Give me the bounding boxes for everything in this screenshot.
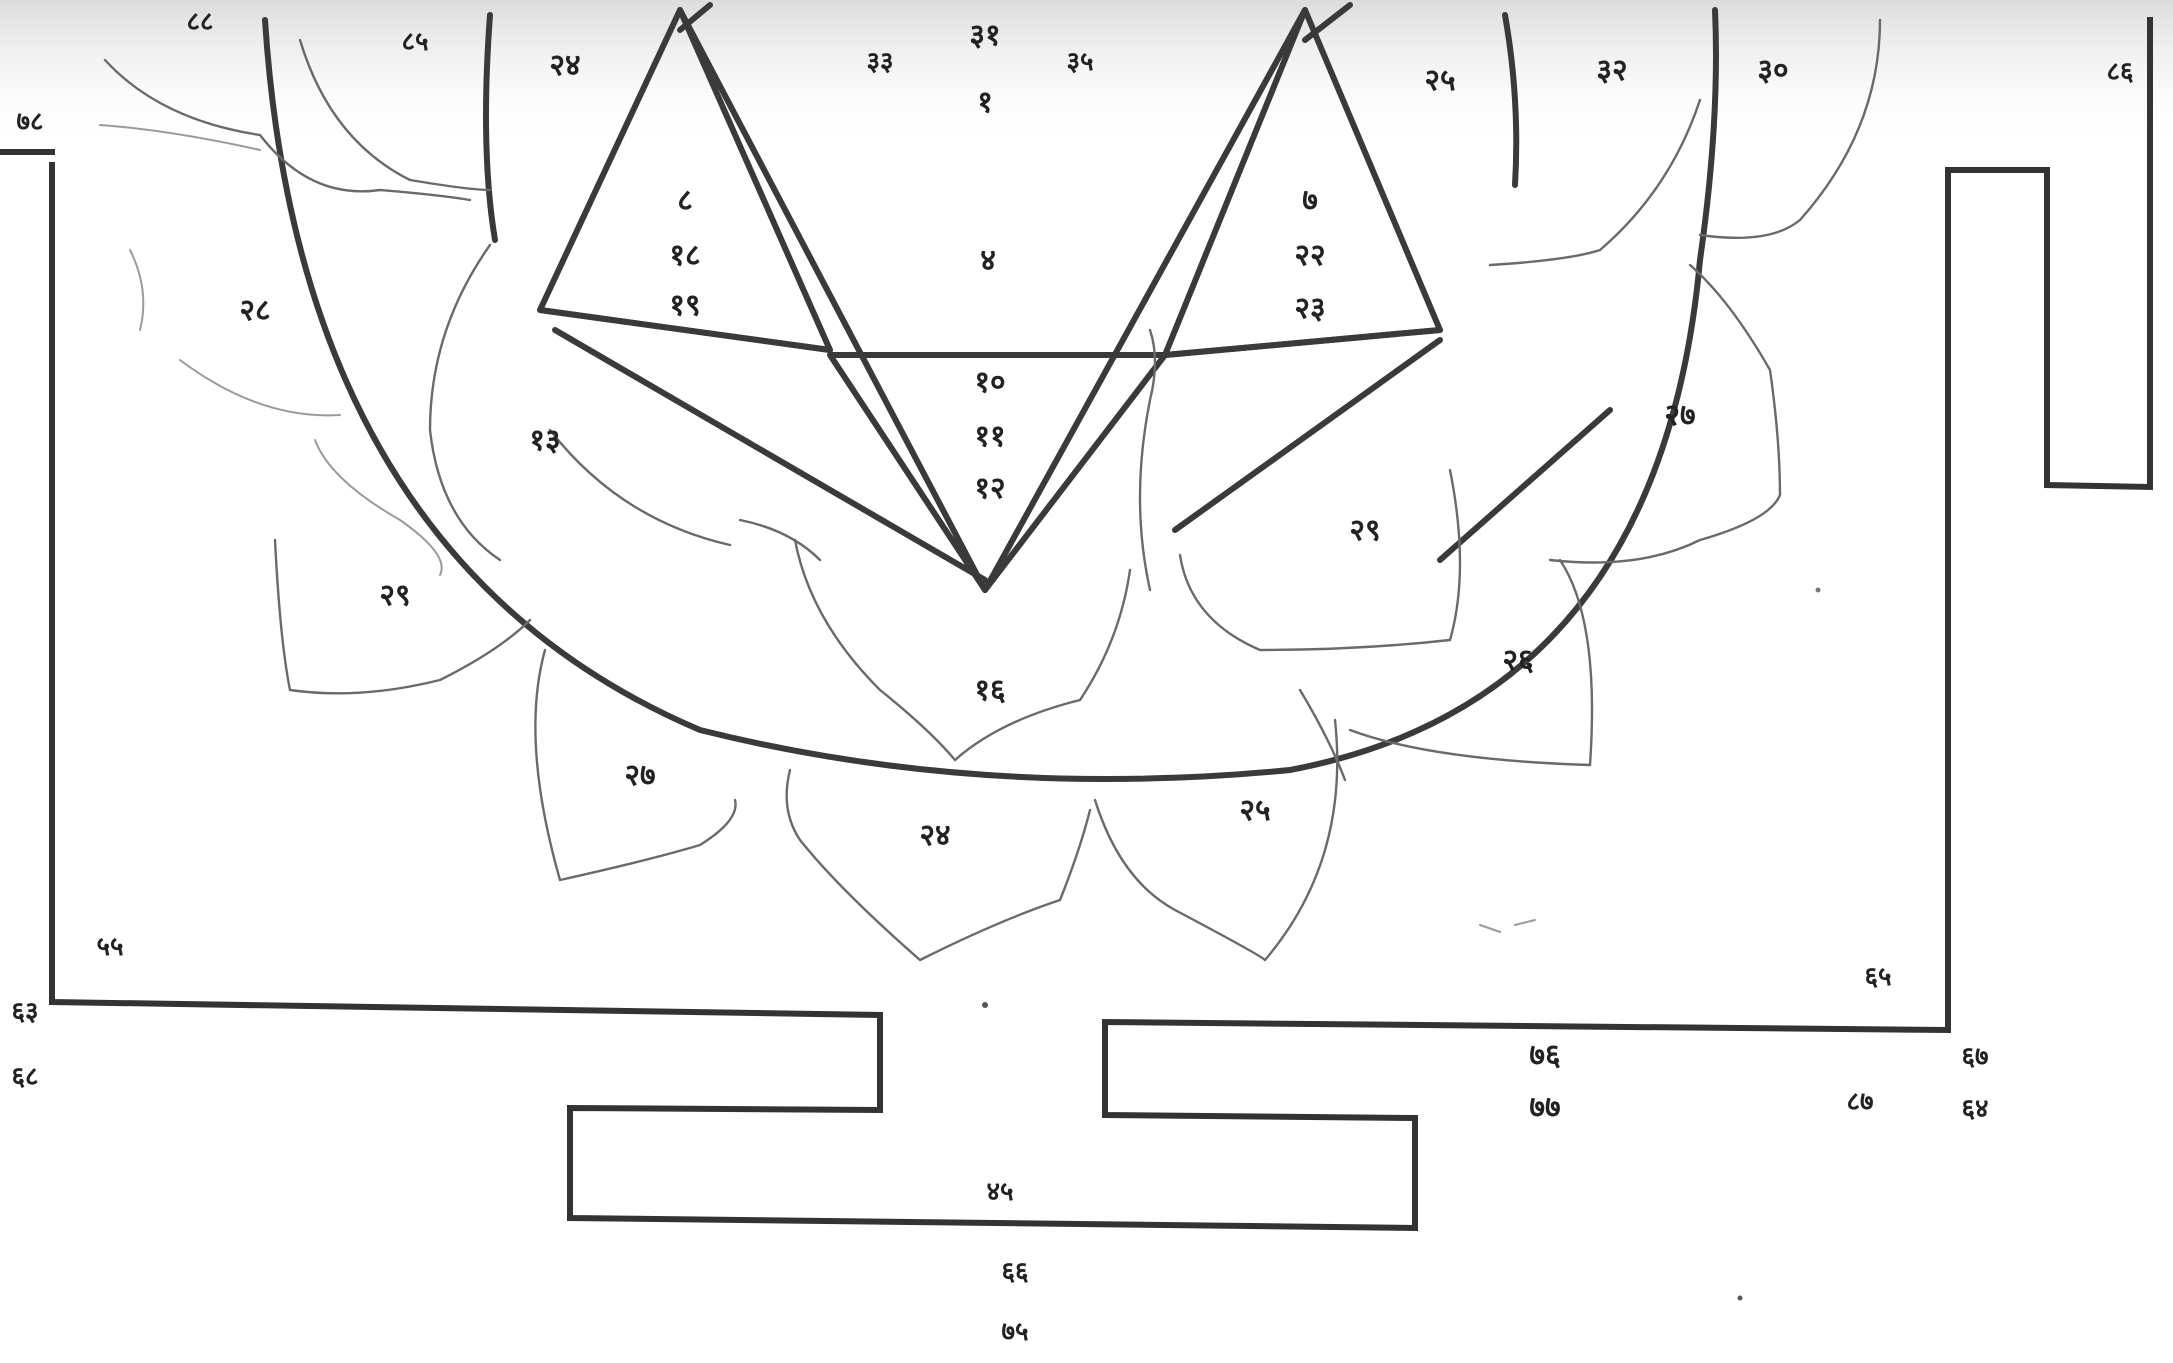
numeral: ८८ [186,7,213,37]
numeral: २७ [624,758,655,793]
numeral: २८ [239,293,270,328]
numeral: ३५ [1066,47,1093,77]
numeral: ३१ [969,18,1000,53]
numeral: २५ [1239,793,1270,828]
petal [298,38,492,192]
triangle-lines [537,2,1443,593]
dot [1737,1295,1743,1301]
numeral: ८६ [2106,57,2133,87]
petal [1138,328,1157,592]
petal [428,243,822,562]
numeral: ८ [677,183,693,218]
numeral: ७८ [16,107,43,137]
petal [99,124,341,417]
petal [793,538,1132,762]
numeral: २४ [919,818,950,853]
numerals: ८८ ८५ २४ ३३ ३१ १ ३५ २५ ३२ ३० ८६ ८ १८ १९ … [11,7,2133,1347]
numeral: ७६ [1529,1038,1560,1073]
numeral: १ [977,85,993,120]
stray-marks [982,587,1821,1301]
numeral: ४५ [986,1177,1013,1207]
petal [1178,468,1462,652]
lotus-petals [99,18,1882,962]
top-shadow [0,0,2173,150]
triangle-down [827,352,1168,593]
numeral: १६ [974,673,1005,708]
numeral: २२ [1294,238,1325,273]
petal [1488,18,1882,267]
numeral: ७७ [1529,1090,1560,1125]
petal [1093,718,1339,962]
numeral: ६४ [1961,1094,1988,1124]
outer-circle-arc [262,7,1719,782]
numeral: ६५ [1864,962,1891,992]
numeral: २९ [1349,513,1380,548]
numeral: २५ [1424,63,1455,98]
numeral: १३ [529,423,560,458]
numeral: ६८ [11,1062,38,1092]
inner-circle-arc-right [1502,12,1520,188]
numeral: १८ [669,238,700,273]
outer-wall [49,17,2153,1232]
numeral: २६ [1502,643,1533,678]
dot [1815,587,1821,593]
numeral: ११ [974,419,1005,454]
smudge [1479,919,1536,933]
petal [1298,688,1347,782]
numeral: १९ [669,288,700,323]
numeral: ८७ [1846,1087,1873,1117]
numeral: ६६ [1001,1257,1028,1287]
petal [1348,558,1594,767]
numeral: ७ [1302,183,1318,218]
numeral: ८५ [401,27,428,57]
numeral: ३२ [1596,53,1627,88]
numeral: ७५ [1001,1317,1028,1347]
numeral: १२ [974,471,1005,506]
numeral: २३ [1294,291,1325,326]
petal [534,648,737,882]
petal [785,768,1092,962]
dot [982,1002,988,1008]
numeral: १० [974,365,1005,400]
numeral: ६७ [1961,1042,1988,1072]
numeral: ३० [1757,53,1788,88]
lower-diagonals [552,327,1613,583]
petal [273,538,532,695]
numeral: ५५ [96,932,123,962]
numeral: ३३ [866,47,893,77]
numeral: २४ [549,48,580,83]
numeral: ६३ [11,997,38,1027]
petal [1548,263,1782,564]
inner-circle-arc [483,12,498,243]
numeral: ४ [980,243,996,278]
numeral: २९ [379,578,410,613]
petal-edge [314,439,443,576]
petal [103,58,472,202]
numeral: २७ [1664,398,1695,433]
